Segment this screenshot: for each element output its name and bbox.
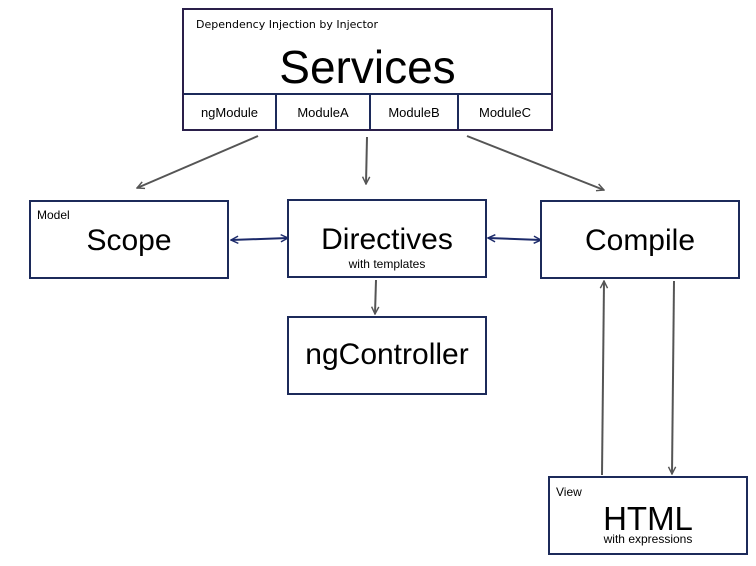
html-subtitle: with expressions [603, 532, 693, 546]
ngcontroller-box: ngController [287, 316, 487, 395]
module-ngmodule: ngModule [184, 95, 277, 129]
scope-caption: Model [37, 208, 70, 222]
arrow-compile-to-html [672, 280, 674, 474]
module-modulec: ModuleC [478, 104, 532, 120]
compile-box: Compile [540, 200, 740, 279]
html-caption: View [556, 485, 582, 499]
arrow-services-to-scope [137, 135, 259, 188]
arrow-scope-directives [231, 238, 288, 240]
arrow-directives-compile [488, 238, 541, 240]
directives-subtitle: with templates [348, 257, 426, 271]
modules-row: ngModule ModuleA ModuleB ModuleC [184, 93, 551, 129]
services-box: Dependency Injection by Injector Service… [182, 8, 553, 131]
arrow-services-to-directives [366, 136, 367, 184]
html-box: View HTML with expressions [548, 476, 748, 555]
directives-box: Directives with templates [287, 199, 487, 278]
arrow-services-to-compile [466, 135, 604, 190]
scope-box: Model Scope [29, 200, 229, 279]
scope-title: Scope [86, 224, 172, 257]
module-modulea: ModuleA [277, 95, 371, 129]
html-title: HTML [603, 500, 693, 537]
ngcontroller-title: ngController [305, 338, 469, 371]
services-caption: Dependency Injection by Injector [196, 18, 379, 31]
compile-title: Compile [584, 224, 696, 257]
directives-title: Directives [321, 223, 453, 256]
arrow-html-to-compile [602, 281, 604, 476]
services-title: Services [279, 41, 456, 93]
module-moduleb: ModuleB [371, 95, 459, 129]
arrow-directives-to-ngcontroller [375, 279, 376, 314]
